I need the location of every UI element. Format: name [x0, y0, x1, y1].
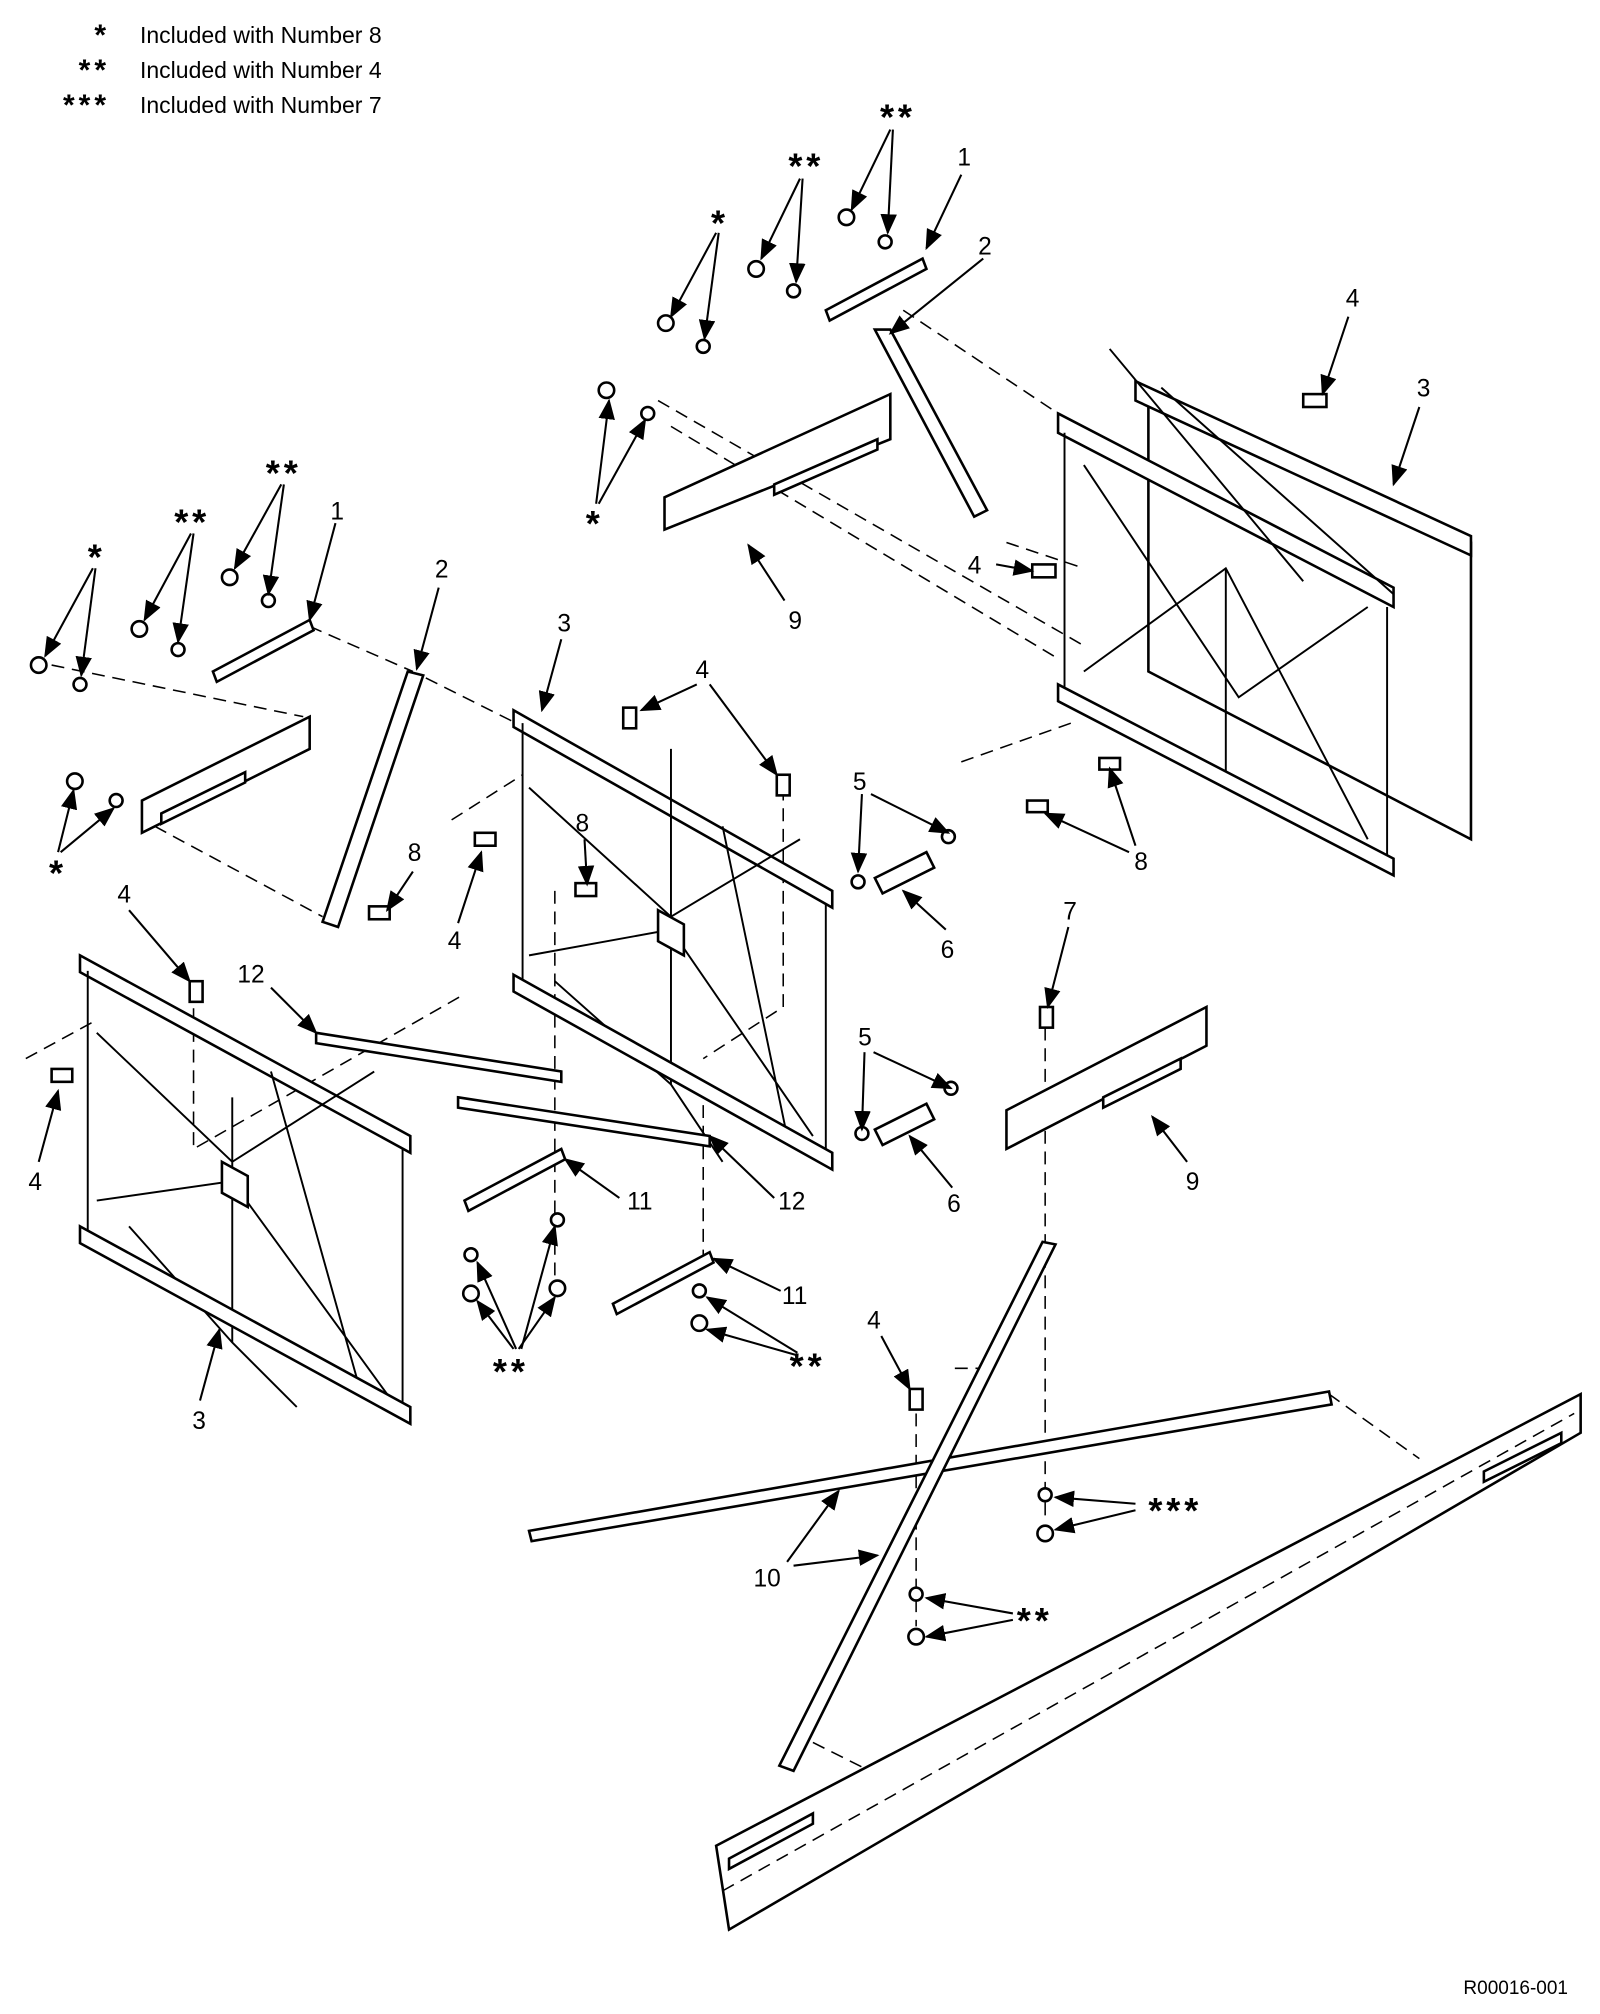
callout-label: 6	[941, 937, 955, 964]
legend-text: Included with Number 4	[140, 57, 382, 83]
asterisk-marker: *	[49, 853, 67, 894]
chord-left	[140, 714, 311, 835]
legend: * Included with Number 8 ** Included with …	[20, 18, 382, 123]
brace-2-left	[320, 669, 425, 929]
callout-label: 12	[237, 961, 264, 988]
legend-row: * Included with Number 8	[20, 18, 382, 53]
asterisk-leaders	[44, 129, 1136, 1642]
callout-label: 8	[1134, 849, 1148, 876]
callout-label: 3	[1417, 376, 1431, 403]
callout-label: 11	[627, 1189, 652, 1216]
legend-mark: ***	[62, 88, 110, 122]
legend-row: ** Included with Number 4	[20, 53, 382, 88]
asterisk-marker: **	[266, 453, 302, 494]
pin-6-upper	[873, 850, 936, 896]
plate-11-b	[611, 1250, 716, 1316]
tie-plate-1-left	[211, 618, 316, 684]
legend-text: Included with Number 7	[140, 92, 382, 118]
plate-12-b	[456, 1095, 711, 1148]
callout-label: 1	[330, 498, 344, 525]
pin-6-lower	[873, 1102, 936, 1147]
asterisk-marker: **	[790, 1346, 826, 1387]
sway-brace-10-b	[777, 1240, 1058, 1773]
asterisk-marker: **	[880, 97, 916, 138]
asterisk-marker: **	[788, 146, 824, 187]
asterisk-marker: ***	[1148, 1490, 1202, 1531]
callout-label: 4	[867, 1307, 881, 1334]
callout-label: 12	[778, 1189, 805, 1216]
callout-label: 4	[28, 1169, 42, 1196]
callout-label: 9	[1186, 1169, 1200, 1196]
asterisk-marker: **	[1017, 1600, 1053, 1641]
panel-frame-3-left	[78, 953, 412, 1426]
callout-label: 8	[575, 811, 589, 838]
legend-text: Included with Number 8	[140, 22, 382, 48]
callout-label: 2	[978, 234, 992, 261]
callout-label: 9	[788, 608, 802, 635]
callout-label: 4	[448, 928, 462, 955]
asterisk-markers: ** ** * * ** ** * * ** ** *** **	[49, 97, 1202, 1641]
callout-label: 7	[1063, 898, 1077, 925]
callout-label: 5	[858, 1025, 872, 1052]
callout-labels: 1 2 4 3 4 9 1 2 3 4 8 8 4 5 6 8 4 12 4 3…	[28, 145, 1430, 1593]
callout-label: 8	[408, 840, 422, 867]
asterisk-marker: *	[88, 537, 106, 578]
callout-label: 4	[1346, 285, 1360, 312]
panel-frame-3-rear	[1056, 348, 1473, 878]
callout-label: 6	[947, 1191, 961, 1218]
leader-arrows	[37, 174, 1421, 1567]
plate-11-a	[462, 1147, 567, 1213]
asterisk-marker: *	[711, 202, 729, 243]
callout-label: 3	[557, 611, 571, 638]
callout-label: 4	[695, 657, 709, 684]
callout-label: 1	[957, 145, 971, 172]
plate-12-a	[314, 1031, 563, 1084]
chord-9-upper	[663, 392, 892, 532]
callout-label: 2	[435, 556, 449, 583]
callout-label: 3	[192, 1408, 206, 1435]
callout-label: 5	[853, 769, 867, 796]
panel-frame-3-center	[512, 708, 834, 1172]
callout-label: 4	[968, 552, 982, 579]
figure-code: R00016-001	[1463, 1978, 1568, 1999]
callout-label: 10	[754, 1565, 781, 1592]
tie-plate-1-upper	[824, 256, 929, 323]
legend-mark: *	[94, 18, 110, 52]
callout-label: 11	[782, 1283, 807, 1310]
legend-mark: **	[78, 53, 110, 87]
asterisk-marker: **	[174, 502, 210, 543]
asterisk-marker: **	[493, 1351, 529, 1392]
callout-label: 4	[117, 881, 131, 908]
chord-9-lower	[1005, 1004, 1208, 1152]
chord-bottom-long	[714, 1391, 1582, 1932]
legend-row: *** Included with Number 7	[20, 88, 382, 123]
asterisk-marker: *	[586, 503, 604, 544]
brace-2-upper	[872, 328, 989, 519]
